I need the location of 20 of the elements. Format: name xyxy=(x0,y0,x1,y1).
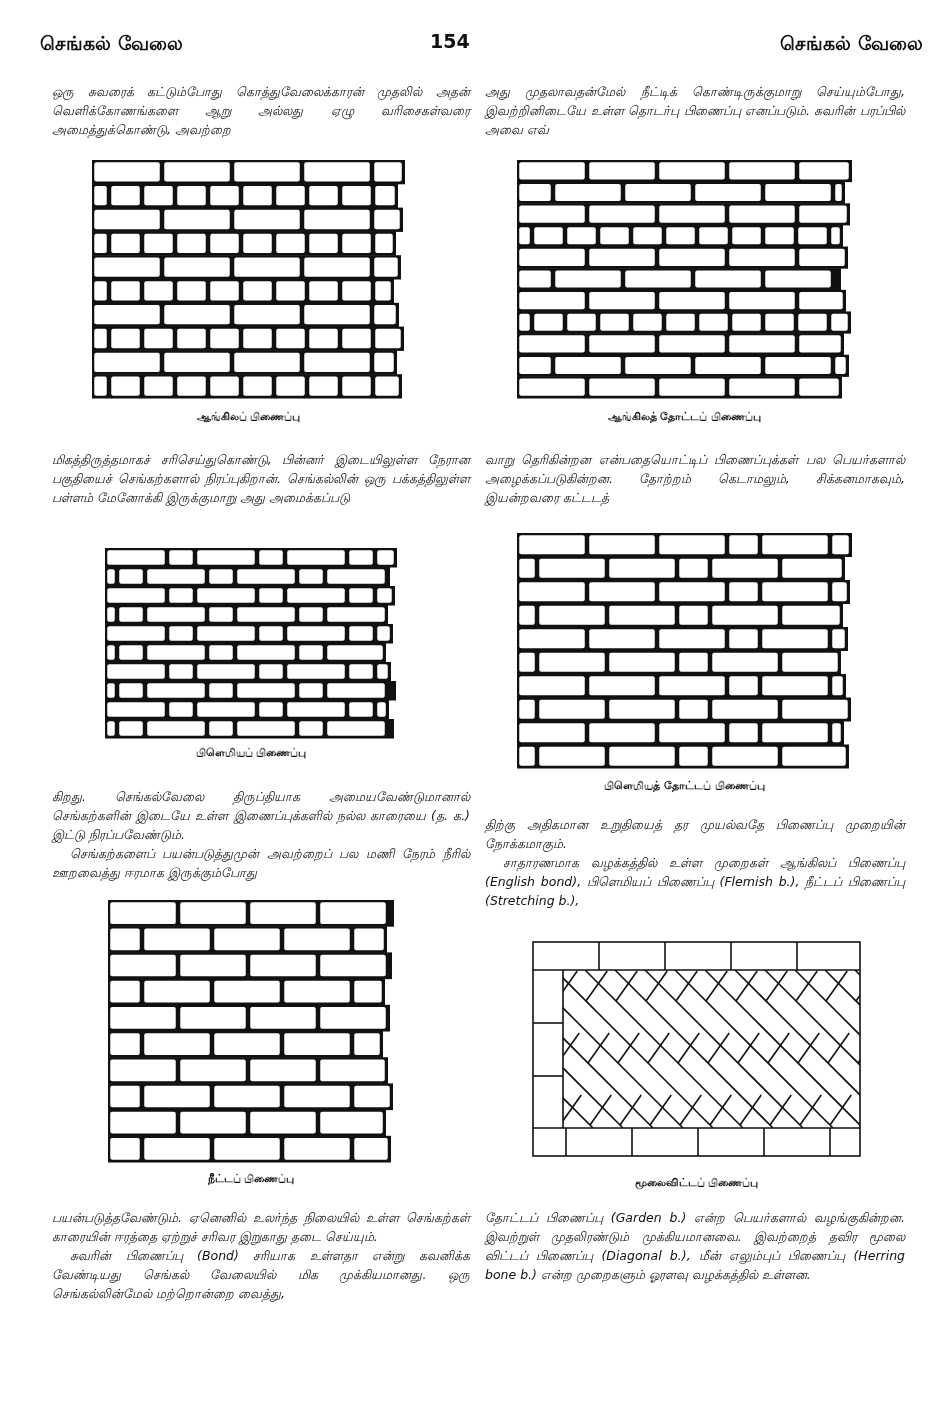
paragraph-text: சுவரின் பிணைப்பு (Bond) சரியாக உள்ளதா என்று கவனிக்க வேண்டியது செங்கல் வேலையில் மிக முக்கியமானது. ஒரு செங்கல்லின்மேல் மற்றொன்றை வைத்து, xyxy=(52,1247,470,1303)
paragraph-text: தோட்டப் பிணைப்பு (Garden b.) என்ற பெயர்களால் வழங்குகின்றன. இவற்றுள் முதலிரண்டும் முக்கியமானவை. இவற்றைத் தவிர மூலை விட்டப் பிணைப்பு (Diagonal b.), மீன் எலும்புப் பிணைப்பு (Herring bone b.) என்ற முறைகளும் ஓரளவு வழக்கத்தில் உள்ளன. xyxy=(485,1209,905,1284)
paragraph-text: அது முதலாவதன்மேல் நீட்டிக் கொண்டிருக்குமாறு செய்யும்போது, இவற்றினிடையே உள்ள தொடர்பு பிணைப்பு எனப்படும். சுவரின் பரப்பில் அவை எவ் xyxy=(485,83,905,139)
paragraph-text: மிகத்திருத்தமாகச் சரிசெய்துகொண்டு, பின்னர் இடையிலுள்ள நேரான பகுதியைச் செங்கற்களால் நிரப்புகிறான். செங்கல்லின் ஒரு பக்கத்திலுள்ள பள்ளம் மேனோக்கி இருக்குமாறு அது அமைக்கப்படு xyxy=(52,451,470,507)
paragraph-text: செங்கற்களைப் பயன்படுத்துமுன் அவற்றைப் பல மணி நேரம் நீரில் ஊறவைத்து ஈரமாக இருக்கும்போது xyxy=(52,845,470,882)
caption: ஆங்கிலத் தோட்டப் பிணைப்பு xyxy=(607,410,762,424)
paragraph-text: பயன்படுத்தவேண்டும். ஏனெனில் உலர்ந்த நிலையில் உள்ள செங்கற்கள் காரையின் ஈரத்தை ஏற்றுச் சரிவர இறுகாது தடை செய்யும். xyxy=(52,1209,470,1246)
paragraph-text: ஒரு சுவரைக் கட்டும்போது கொத்துவேலைக்காரன் முதலில் அதன் வெளிக்கோணங்களை ஆறு அல்லது ஏழு வரிசைகள்வரை அமைத்துக்கொண்டு, அவற்றை xyxy=(52,83,470,139)
caption: நீட்டப் பிணைப்பு xyxy=(207,1172,295,1186)
caption: ஆங்கிலப் பிணைப்பு xyxy=(196,410,301,424)
paragraph-text: வாறு தெரிகின்றன என்பதையொட்டிப் பிணைப்புக்கள் பல பெயர்களால் அழைக்கப்படுகின்றன. தோற்றம் கெடாமலும், சிக்கனமாகவும், இயன்றவரை கட்டடத் xyxy=(485,451,905,507)
paragraph-text: கிறது. செங்கல்வேலை திருப்தியாக அமையவேண்டுமானால் செங்கற்களின் இடையே உள்ள இணைப்புக்களில் நல்ல காரையை (த. க.) இட்டு நிரப்பவேண்டும். xyxy=(52,788,470,844)
paragraph-text: சாதாரணமாக வழக்கத்தில் உள்ள முறைகள் ஆங்கிலப் பிணைப்பு (English bond), பிளெமியப் பிணைப்பு (Flemish b.), நீட்டப் பிணைப்பு (Stretching b.), xyxy=(485,854,905,910)
running-head: செங்கல் வேலை xyxy=(780,32,923,56)
caption: பிளெமியப் பிணைப்பு xyxy=(195,746,307,760)
page-number: 154 xyxy=(430,30,470,52)
caption: மூலைவிட்டப் பிணைப்பு xyxy=(634,1176,759,1190)
running-head: செங்கல் வேலை xyxy=(40,32,183,56)
paragraph-text: திற்கு அதிகமான உறுதியைத் தர முயல்வதே பிணைப்பு முறையின் நோக்கமாகும். xyxy=(485,816,905,853)
caption: பிளெமியத் தோட்டப் பிணைப்பு xyxy=(604,779,765,793)
